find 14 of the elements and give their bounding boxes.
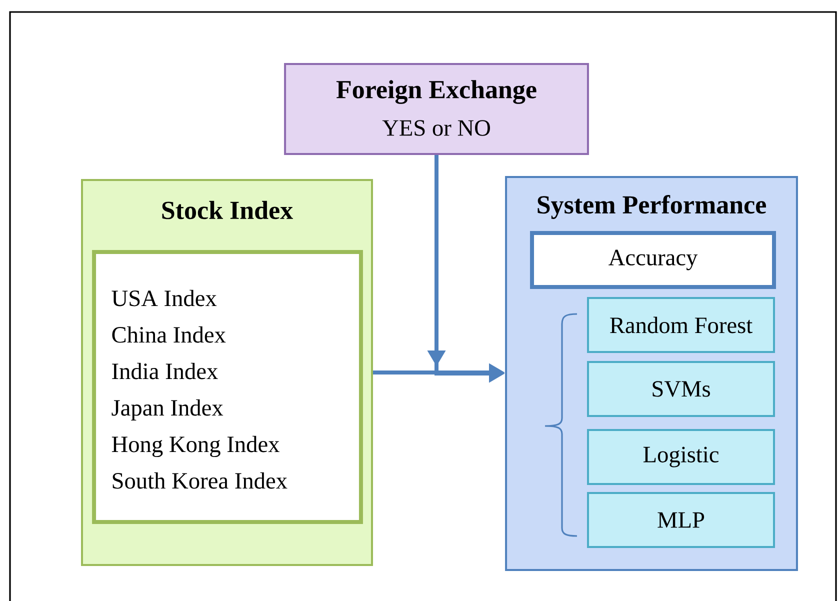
method-box: SVMs: [587, 361, 775, 417]
method-box: Random Forest: [587, 297, 775, 353]
method-box: Logistic: [587, 429, 775, 485]
list-item: South Korea Index: [112, 472, 288, 489]
list-item: India Index: [112, 362, 218, 380]
panel-heading: System Performance: [538, 195, 766, 219]
list-item: Hong Kong Index: [112, 436, 280, 458]
panel-heading: Stock Index: [162, 200, 293, 220]
method-box: Accuracy: [530, 231, 776, 289]
list-item: USA Index: [112, 290, 217, 306]
list-item: Japan Index: [112, 399, 224, 420]
input-box: Foreign Exchange YES or NO: [284, 63, 589, 155]
list-item: China Index: [112, 326, 226, 343]
method-box: MLP: [587, 492, 775, 548]
